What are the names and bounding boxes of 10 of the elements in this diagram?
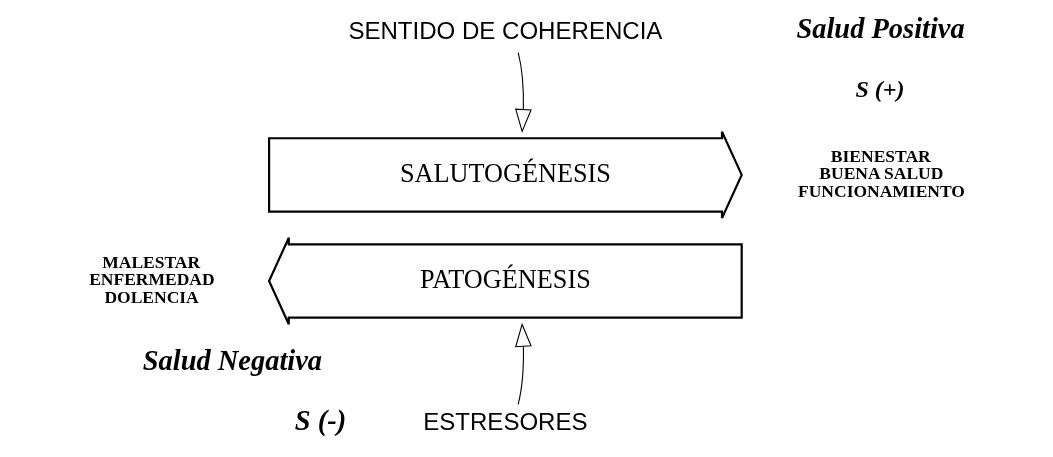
label: MALESTAR ENFERMEDAD DOLENCIA xyxy=(88,251,215,307)
arrow xyxy=(514,52,532,134)
node-text: SENTIDO DE COHERENCIA xyxy=(347,16,662,44)
label: Salud Negativa xyxy=(142,344,322,376)
label: S (-) xyxy=(294,405,346,437)
label: S (+) xyxy=(854,76,905,103)
label: BIENESTAR BUENA SALUD FUNCIONAMIENTO xyxy=(797,145,965,201)
node-text: ESTRESORES xyxy=(422,408,588,436)
label: Salud Positiva xyxy=(795,13,965,45)
arrow xyxy=(514,322,532,405)
